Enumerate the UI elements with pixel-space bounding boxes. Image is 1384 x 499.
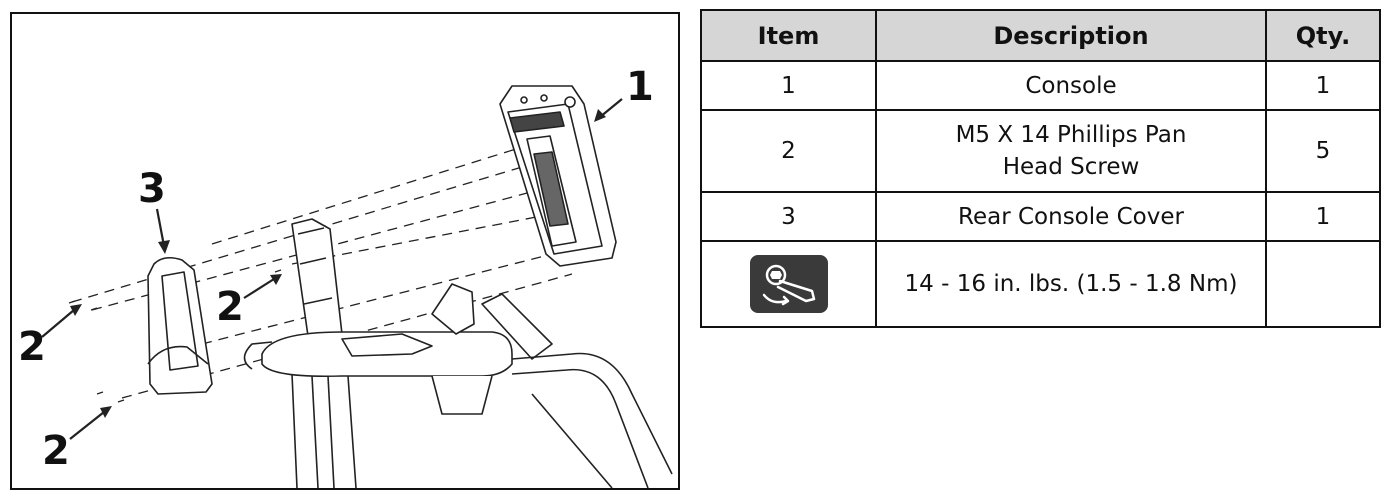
cell-qty: 1 [1265,191,1381,242]
parts-table: Item Description Qty. 1 Console 1 2 M5 X… [700,9,1381,328]
cell-torque-qty [1265,240,1381,328]
cell-item: 3 [700,191,877,242]
cell-item: 2 [700,109,877,193]
cell-torque-spec: 14 - 16 in. lbs. (1.5 - 1.8 Nm) [875,240,1267,328]
upright-bracket [291,218,343,341]
cell-item: 1 [700,60,877,111]
rear-console-cover-part [147,256,213,395]
table-row: 2 M5 X 14 Phillips Pan Head Screw 5 [700,109,1381,193]
cell-description: M5 X 14 Phillips Pan Head Screw [875,109,1267,193]
console-assembly-drawing: 1 3 2 2 2 [18,64,673,488]
callout-console: 1 [626,64,654,110]
cell-description: Rear Console Cover [875,191,1267,242]
cell-qty: 5 [1265,109,1381,193]
callout-screw-upper-left: 2 [18,324,46,370]
cell-description: Console [875,60,1267,111]
callout-screw-lower-left: 2 [42,428,70,474]
callout-rear-cover: 3 [138,166,166,212]
callout-arrows [41,98,623,440]
torque-wrench-icon [749,255,828,313]
table-header-row: Item Description Qty. [700,9,1381,62]
header-qty: Qty. [1265,9,1381,62]
assembly-illustration: 1 3 2 2 2 [10,12,680,490]
header-item: Item [700,9,877,62]
table-row: 1 Console 1 [700,60,1381,111]
cell-qty: 1 [1265,60,1381,111]
table-row: 3 Rear Console Cover 1 [700,191,1381,242]
table-row-torque: 14 - 16 in. lbs. (1.5 - 1.8 Nm) [700,240,1381,328]
callout-screw-center: 2 [216,284,244,330]
handlebar-frame [243,283,673,488]
header-description: Description [875,9,1267,62]
screws [68,269,282,403]
cell-torque-icon [700,240,877,328]
console-part [499,85,617,267]
